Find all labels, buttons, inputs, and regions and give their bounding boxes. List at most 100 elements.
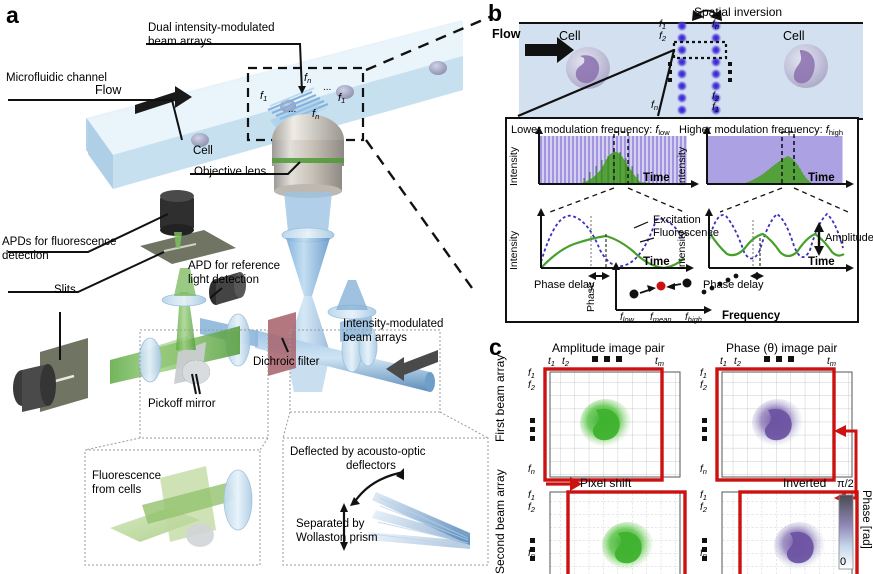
label-objective-lens: Objective lens (194, 166, 267, 178)
label-pickoff-mirror: Pickoff mirror (148, 398, 216, 410)
tick-f-mean: fmean (650, 312, 672, 324)
b-zoom-connectors (549, 187, 849, 213)
label-t1-amp: t1 (548, 356, 555, 368)
beam-input-arrow (386, 350, 438, 381)
label-fn-a-bottom: fn (312, 108, 320, 121)
label-apd-ref-line1: APD for reference (188, 260, 281, 272)
lower-optics-train (13, 190, 435, 412)
label-f1-a-left: f1 (260, 90, 268, 103)
label-deflected-line1: Deflected by acousto-optic (290, 446, 426, 458)
grid-phase-second (721, 490, 859, 574)
label-f1-c-r1a: f1 (528, 368, 535, 380)
label-f2-b-topleft: f2 (659, 30, 667, 43)
label-fluor-cells-line2: from cells (92, 484, 142, 496)
label-f1-a-right: f1 (338, 92, 346, 105)
panel-c-graphics (530, 356, 859, 574)
panel-b-graphics (505, 9, 859, 323)
cell-glyph (336, 85, 354, 99)
label-amplitude-image-pair: Amplitude image pair (552, 341, 665, 355)
axis-label-intensity-3: Intensity (508, 230, 520, 270)
label-cell-a: Cell (193, 145, 213, 157)
label-dichroic-filter: Dichroic filter (253, 356, 320, 368)
apd-fluorescence-detector (13, 364, 56, 412)
label-f2-c-r2p: f2 (700, 502, 707, 514)
tick-f-low: flow (620, 312, 635, 324)
axis-label-time-1: Time (643, 172, 670, 184)
connector-to-panel-b (365, 14, 493, 289)
label-tm-phase: tm (827, 356, 837, 368)
label-tm-amp: tm (655, 356, 665, 368)
legend-fluorescence: Fluorescence (653, 227, 720, 239)
label-f1-c-r1p: f1 (700, 368, 707, 380)
phase-point-high (682, 278, 692, 288)
cell-right-b (784, 44, 828, 88)
label-lower-mod-freq: Lower modulation frequency: flow (511, 124, 670, 137)
label-f2-c-r2a: f2 (528, 502, 535, 514)
panel-a-illustration (8, 14, 493, 566)
grid-phase-first (715, 367, 853, 482)
label-intensity-mod-line1: Intensity-modulated (343, 318, 444, 330)
plot-high-freq-waveform (705, 208, 854, 280)
label-deflected-line2: deflectors (346, 460, 396, 472)
spatial-inversion-arrows (692, 9, 722, 21)
panel-c-letter: c (489, 334, 502, 360)
label-f1-c-r2p: f1 (700, 490, 707, 502)
panel-b-letter: b (488, 0, 503, 26)
label-flow-a: Flow (95, 83, 122, 97)
label-f2-c-r1p: f2 (700, 380, 707, 392)
b-dotted-trail (701, 273, 739, 295)
grid-amplitude-first (543, 367, 681, 482)
label-microfluidic-channel: Microfluidic channel (6, 72, 107, 84)
flow-arrow-panel-b (525, 37, 574, 63)
label-colorbar-bottom: 0 (840, 556, 847, 568)
label-wollaston-line1: Separated by (296, 518, 365, 530)
axis-label-time-3: Time (643, 256, 670, 268)
label-flow-b: Flow (492, 27, 521, 41)
label-cell-right-b: Cell (783, 29, 805, 43)
label-apd-fluor-line1: APDs for fluorescence (2, 236, 117, 248)
label-colorbar-top: π/2 (837, 478, 854, 490)
inset-source-box-fluorescence (139, 329, 269, 439)
panel-b-zoom-wedge (517, 48, 676, 118)
label-slits: Slits (54, 284, 76, 296)
inset-fluorescence-art (110, 466, 253, 547)
label-fn-c-r2p: fn (700, 548, 707, 560)
apd-fluorescence-top (140, 190, 236, 264)
pixel-shift-arrow (546, 477, 582, 491)
objective-lens (272, 114, 344, 198)
c-row-ellipsis (530, 418, 707, 561)
label-t2-phase: t2 (734, 356, 741, 368)
cell-left-b (566, 47, 610, 89)
label-colorbar-phase-rad: Phase [rad] (860, 490, 872, 549)
label-wollaston-line2: Wollaston prism (296, 532, 378, 544)
label-phase-image-pair: Phase (θ) image pair (726, 341, 838, 355)
beam-dot-array-b (668, 20, 732, 116)
label-f2-c-r1a: f2 (528, 380, 535, 392)
label-inverted: Inverted (783, 476, 827, 490)
label-f2-b-bottomright: f2 (712, 90, 720, 103)
label-higher-mod-freq: Higher modulation frequency: fhigh (679, 124, 843, 137)
plot-low-freq-timeseries (535, 126, 699, 188)
label-dual-beams-line2: beam arrays (148, 36, 212, 48)
inset-aod-art (340, 468, 470, 551)
label-first-beam-array: First beam array (493, 354, 507, 442)
leader-lines-a-2 (191, 373, 197, 395)
legend-excitation: Excitation (653, 214, 701, 226)
label-cell-left-b: Cell (559, 29, 581, 43)
label-phase-delay-2: Phase delay (703, 279, 764, 291)
axis-label-intensity-2: Intensity (676, 146, 688, 186)
label-amplitude: Amplitude (825, 232, 873, 244)
axis-label-intensity-1: Intensity (508, 146, 520, 186)
cell-glyph (191, 133, 209, 147)
plot-phase-vs-frequency (612, 262, 712, 314)
label-second-beam-array: Second beam array (493, 469, 507, 574)
label-fn-c-r1p: fn (700, 464, 707, 476)
axis-label-time-4: Time (808, 256, 835, 268)
label-ellipsis-a-top: ... (323, 82, 332, 93)
phase-point-mean (656, 281, 666, 291)
label-fluor-cells-line1: Fluorescence (92, 470, 162, 482)
label-t1-phase: t1 (720, 356, 727, 368)
tick-f-high: fhigh (685, 312, 702, 324)
label-phase-delay-1: Phase delay (534, 279, 595, 291)
